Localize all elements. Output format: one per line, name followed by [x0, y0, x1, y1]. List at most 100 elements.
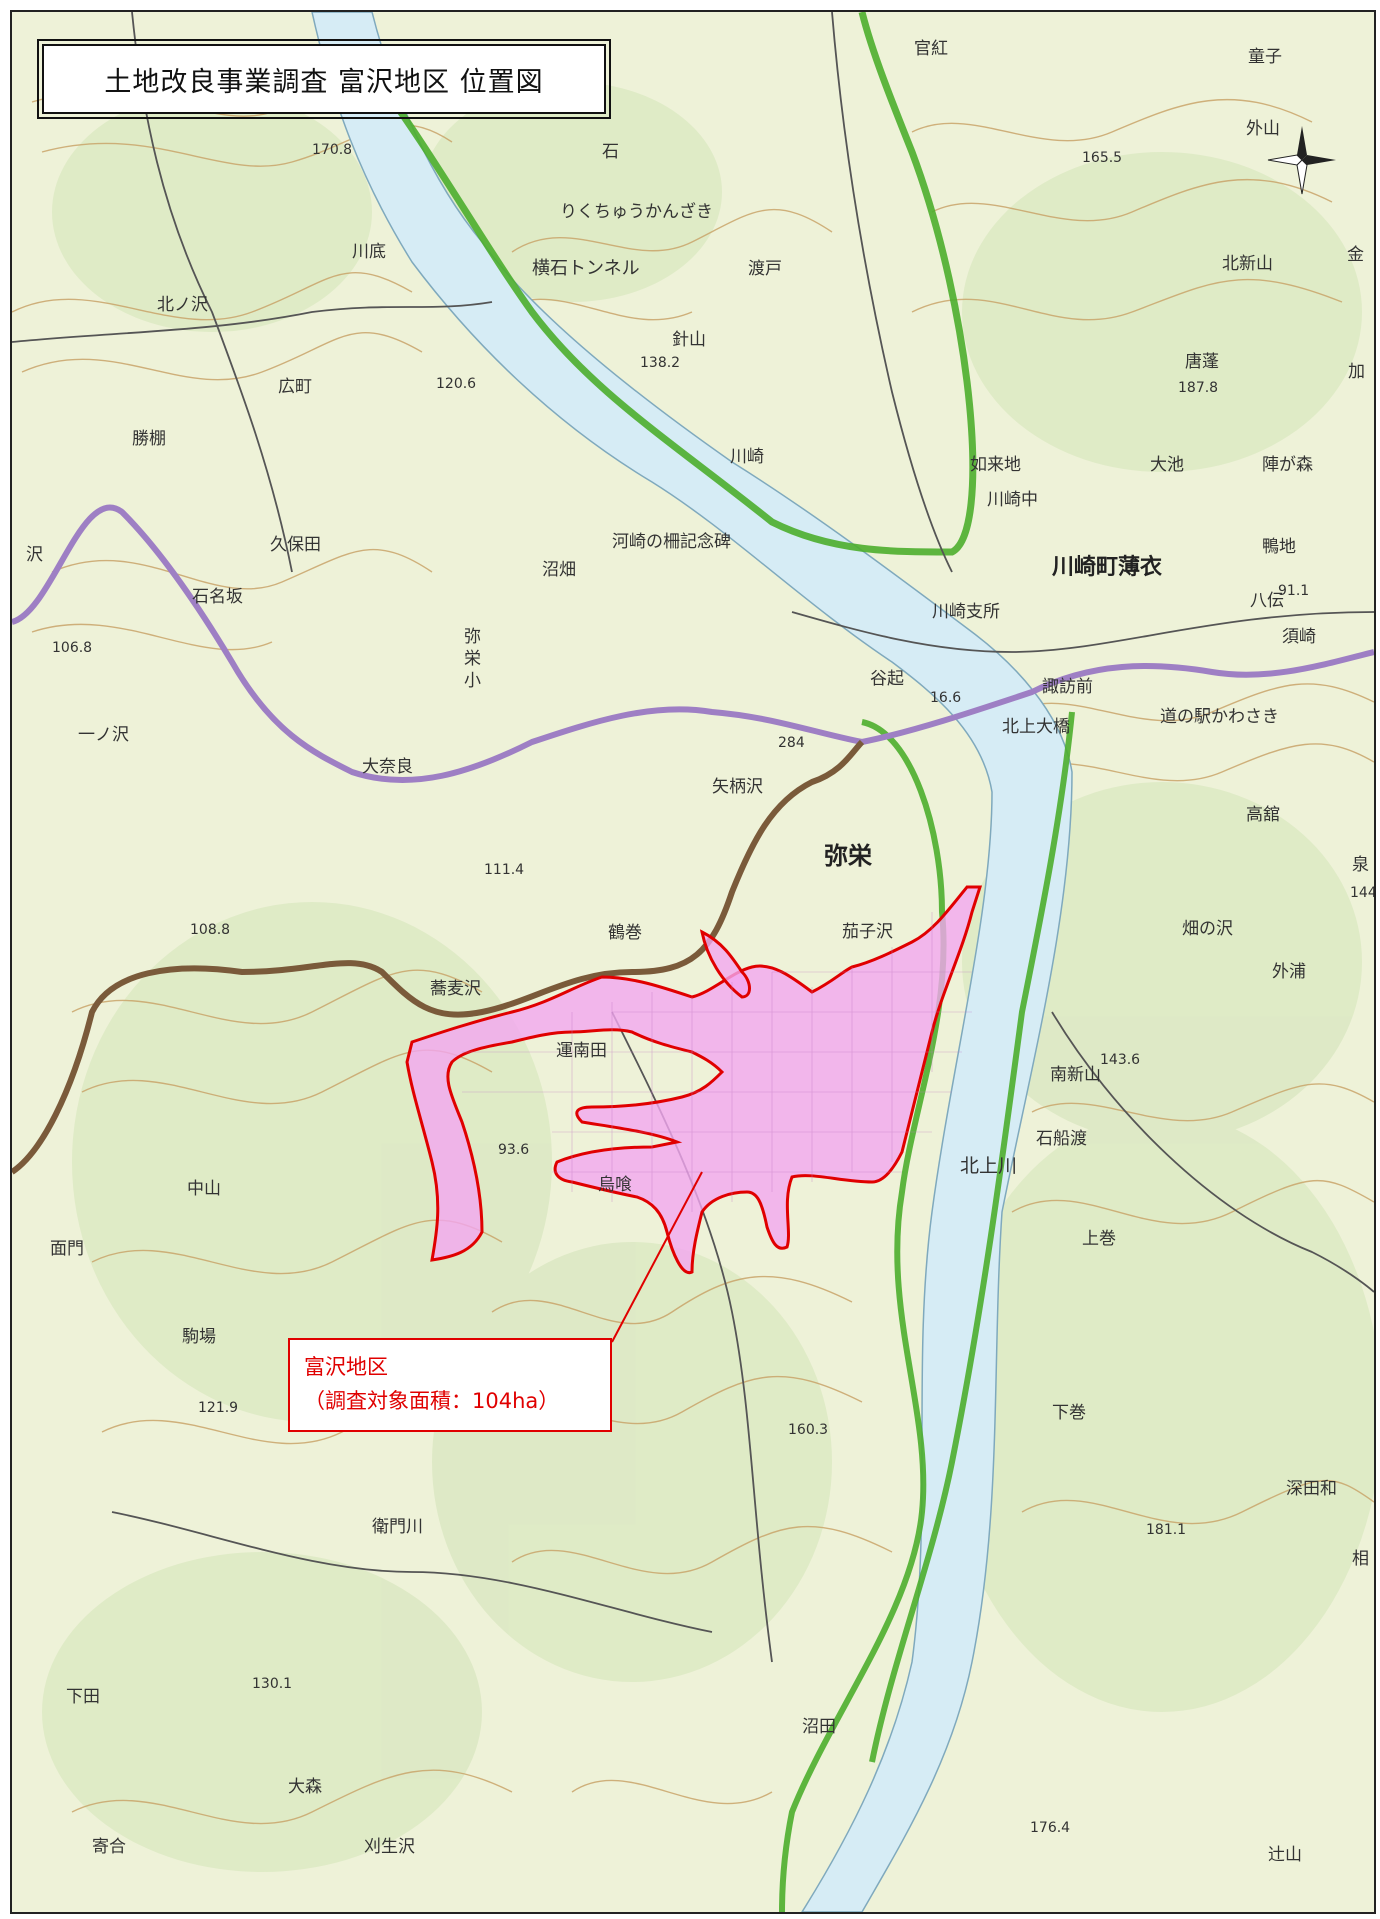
place-label: 中山	[187, 1179, 221, 1199]
compass-rose-icon	[1267, 126, 1336, 195]
place-label: 駒場	[182, 1327, 216, 1347]
place-label: 石	[602, 142, 619, 162]
map-title: 土地改良事業調査 富沢地区 位置図	[104, 66, 544, 98]
place-label: 沼畑	[542, 560, 576, 580]
elevation-label: 138.2	[640, 355, 680, 371]
place-label: 下巻	[1052, 1403, 1086, 1423]
map-frame: 官紅 童子 外山 石 りくちゅうかんざき 横石トンネル 渡戸 北新山 川底 北ノ…	[10, 10, 1376, 1914]
place-label: 谷起	[870, 669, 904, 689]
callout-area-size: （調査対象面積：104ha）	[304, 1389, 560, 1413]
place-label: 深田和	[1286, 1479, 1337, 1499]
elevation-label: 170.8	[312, 142, 352, 158]
national-route	[12, 504, 1374, 784]
place-label: 小	[464, 671, 481, 691]
place-label: 石船渡	[1036, 1129, 1087, 1149]
contour-lines	[12, 74, 1374, 1825]
callout-leader-line	[611, 1171, 703, 1343]
place-label: 加	[1348, 362, 1365, 382]
elevation-label: 181.1	[1146, 1522, 1186, 1538]
place-label: 蕎麦沢	[430, 979, 481, 999]
place-label: 寄合	[92, 1837, 126, 1857]
green-line-south	[779, 719, 947, 1912]
place-label: 下田	[66, 1687, 100, 1707]
place-label: 外浦	[1272, 962, 1306, 982]
prefecture-border	[12, 739, 865, 1175]
place-label: 広町	[278, 377, 312, 397]
place-label: 鴨地	[1262, 537, 1296, 557]
elevation-label: 187.8	[1178, 380, 1218, 396]
elevation-label: 130.1	[252, 1676, 292, 1692]
place-label: 川崎中	[987, 490, 1038, 510]
place-label: 北上大橋	[1002, 717, 1070, 737]
place-label: 矢柄沢	[712, 777, 763, 797]
place-label: 久保田	[270, 535, 321, 555]
place-label: 川崎	[730, 447, 764, 467]
map-labels: 官紅 童子 外山 石 りくちゅうかんざき 横石トンネル 渡戸 北新山 川底 北ノ…	[26, 39, 1369, 1865]
place-label: 北ノ沢	[157, 295, 208, 315]
place-label: 沢	[26, 545, 43, 565]
survey-target-area[interactable]	[405, 885, 983, 1275]
place-label: 八伝	[1250, 591, 1284, 611]
place-label: 高舘	[1246, 804, 1280, 825]
place-label: 相	[1352, 1549, 1369, 1569]
elevation-label: 143.6	[1100, 1052, 1140, 1068]
elevation-label: 111.4	[484, 862, 524, 878]
place-label: 烏喰	[598, 1175, 632, 1195]
place-label: 官紅	[914, 39, 948, 59]
place-label: 一ノ沢	[78, 725, 129, 745]
map-title-box: 土地改良事業調査 富沢地区 位置図	[37, 39, 611, 119]
place-label: 如来地	[970, 455, 1021, 475]
place-label: 大奈良	[362, 757, 413, 777]
place-label: 運南田	[556, 1041, 607, 1061]
elevation-label: 176.4	[1030, 1820, 1070, 1836]
place-label: 川崎支所	[932, 602, 1000, 622]
topographic-map[interactable]: 官紅 童子 外山 石 りくちゅうかんざき 横石トンネル 渡戸 北新山 川底 北ノ…	[12, 12, 1374, 1912]
elevation-label: 160.3	[788, 1422, 828, 1438]
place-label: 北新山	[1222, 254, 1273, 274]
elevation-label: 106.8	[52, 640, 92, 656]
place-label: 童子	[1248, 47, 1282, 67]
place-label: 畑の沢	[1182, 919, 1233, 939]
elevation-label: 165.5	[1082, 150, 1122, 166]
place-label: 刈生沢	[364, 1837, 415, 1857]
survey-area-callout: 富沢地区 （調査対象面積：104ha）	[288, 1338, 612, 1432]
place-label: 諏訪前	[1042, 677, 1093, 697]
elevation-label: 91.1	[1278, 583, 1309, 599]
place-label: 大池	[1150, 455, 1184, 475]
place-label: 河崎の柵記念碑	[612, 531, 731, 552]
place-label: 南新山	[1050, 1065, 1101, 1085]
place-label: 川崎町薄衣	[1051, 554, 1162, 580]
place-label: 大森	[288, 1777, 322, 1797]
place-label: 弥	[464, 627, 481, 647]
place-label: 北上川	[960, 1155, 1017, 1177]
place-label: 川底	[352, 242, 386, 262]
place-label: 須崎	[1282, 627, 1316, 647]
callout-area-name: 富沢地区	[304, 1355, 388, 1379]
place-label: 陣が森	[1262, 455, 1313, 475]
kitakami-river	[311, 12, 1073, 1912]
place-label: 金	[1347, 245, 1364, 265]
place-label: 道の駅かわさき	[1160, 707, 1279, 727]
place-label: 衛門川	[372, 1517, 423, 1537]
place-label: 勝棚	[132, 429, 166, 449]
place-label: 泉	[1352, 855, 1369, 875]
place-label: 弥栄	[824, 842, 873, 870]
place-label: 面門	[50, 1239, 84, 1259]
place-label: 鶴巻	[608, 923, 642, 943]
place-label: 渡戸	[748, 259, 782, 279]
place-label: 茄子沢	[842, 922, 893, 942]
place-label: 横石トンネル	[532, 258, 640, 279]
place-label: 唐蓬	[1185, 351, 1219, 372]
place-label: 上巻	[1082, 1229, 1116, 1249]
survey-target-area-fragment	[699, 929, 751, 999]
place-label: 辻山	[1268, 1845, 1302, 1865]
elevation-label: 144	[1350, 885, 1374, 901]
place-label: 外山	[1246, 119, 1280, 139]
green-rail-line	[369, 12, 977, 556]
place-label: 石名坂	[192, 587, 243, 607]
elevation-label: 16.6	[930, 690, 961, 706]
elevation-label: 93.6	[498, 1142, 529, 1158]
elevation-labels: 170.8 165.5 138.2 120.6 187.8 106.8 91.1…	[52, 142, 1374, 1836]
green-line-east	[869, 711, 1075, 1763]
place-label: 針山	[672, 330, 706, 350]
